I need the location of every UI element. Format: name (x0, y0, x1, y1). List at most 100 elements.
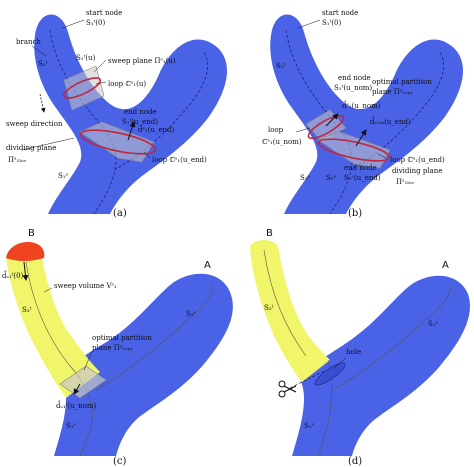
panel-b-leader-start (297, 19, 321, 29)
panel-a-leader-start (61, 19, 85, 29)
panel-c-blue-shape (54, 273, 233, 456)
panel-a-caption: (a) (113, 208, 127, 219)
panel-c-sweep-volume: sweep volume Vˢ₁ (54, 282, 117, 290)
panel-b-d-pta: d̂ₛ₁ₜₐ(u_end) (370, 115, 411, 126)
panel-a-sweep-arrow (39, 93, 46, 113)
panel-b-loop-sym: ℂˢ₁(u_nom) (262, 138, 302, 146)
panel-a-d-end: d̂ˢ₁(u_end) (138, 123, 175, 134)
panel-b-shape (270, 14, 463, 214)
panel-a-centerline-2 (113, 51, 208, 171)
panel-d-centerline (263, 249, 307, 357)
panel-d-blue-shape (292, 275, 470, 456)
panel-b-s1-bottom: S₁ˢ (300, 174, 311, 182)
panel-d-s3: S₃ᵗ (264, 304, 274, 312)
panel-b-loop-nom (307, 114, 345, 140)
panel-b-caption: (b) (348, 208, 362, 219)
panel-a-leader-loopend (143, 151, 151, 159)
panel-b-loop-end: loop ℂˢ₁(u_end) (390, 156, 445, 164)
panel-b-start-node-sym: S₁ᵗ(0) (322, 19, 342, 27)
panel-c-d-nom: d̂ₛ₁ᵗ(u_nom) (56, 399, 96, 410)
panel-c-caption: (c) (113, 456, 127, 467)
panel-b-end-node2: end node (344, 164, 377, 172)
panel-d-s2: S₂ˢ (428, 320, 439, 328)
panel-c-label-B: B (28, 228, 35, 239)
panel-d: B A S₃ᵗ hole S₂ˢ S₁ˢ (d) (250, 228, 470, 467)
panel-c-leader-volume (43, 287, 53, 293)
panel-b-end-node2-sym: S₁ˢ(u_end) (344, 174, 381, 182)
panel-b: start node S₁ᵗ(0) S₁ᵗ end node S₁ᵗ(u_nom… (262, 9, 463, 219)
panel-c-yellow-volume (6, 252, 100, 398)
panel-b-dividing-plane (317, 131, 391, 169)
panel-c: B A d̂ₛ₁ᵗ(0) sweep volume Vˢ₁ S₃ᵗ optima… (2, 228, 233, 467)
panel-b-d-nom-arrow (325, 113, 339, 127)
panel-c-label-A: A (204, 260, 211, 271)
panel-a-leader-branch (31, 45, 47, 57)
panel-a-d-end-arrow (127, 121, 136, 141)
panel-b-d-pta-arrow (355, 129, 367, 147)
panel-d-centerline-3 (331, 285, 451, 391)
panel-d-cut-line (289, 369, 327, 389)
panel-d-leader-hole (333, 357, 347, 369)
scissors-icon (278, 380, 297, 398)
panel-a-end-node-sym: S₁ᵗ(u_end) (122, 118, 158, 126)
panel-a-dividing-plane (79, 121, 155, 163)
panel-d-yellow-branch (250, 240, 330, 382)
panel-b-dividing-plane-sym: Πˢ₁ₕᵢᵥ (396, 178, 415, 186)
panel-d-label-A: A (442, 260, 449, 271)
panel-b-s2: S₂ˢ (326, 174, 337, 182)
panel-a-su: S₁ᵗ(u) (76, 54, 96, 62)
panel-c-d-nom-arrow (73, 383, 81, 395)
panel-c-plane-sym: plane Πˢ₁ₒₚₜ (92, 344, 133, 352)
panel-a-leader-loop (95, 81, 107, 85)
panel-d-label-B: B (266, 228, 273, 239)
panel-a-sweep-direction: sweep direction (6, 120, 63, 128)
panel-a: start node S₁ᵗ(0) branch S₁ᵗ S₁ᵗ(u) swee… (6, 9, 227, 219)
panel-d-hole-label: hole (346, 348, 361, 356)
panel-a-start-node-sym: S₁ᵗ(0) (86, 19, 106, 27)
panel-b-centerline-2 (349, 51, 444, 171)
panel-c-leader-plane (83, 351, 93, 371)
panel-c-optimal-partition: optimal partition (92, 334, 152, 342)
panel-a-sweep-plane-label: sweep plane Πˢ₁(u) (108, 57, 176, 65)
panel-a-leader-divplane (21, 137, 75, 151)
panel-c-s1: S₁ˢ (66, 422, 77, 430)
panel-a-dividing-plane-sym: Πˢ₁ₕᵢᵥ (8, 156, 27, 164)
panel-b-s1-top: S₁ᵗ (276, 62, 286, 70)
panel-a-loop-end-label: loop ℂˢ₁(u_end) (152, 156, 207, 164)
panel-b-leader-loop (295, 127, 311, 133)
panel-b-start-node: start node (322, 9, 358, 17)
panel-a-loop-u-label: loop ℂˢ₁(u) (108, 80, 146, 88)
panel-c-red-cap (6, 242, 45, 261)
panel-b-loop: loop (268, 126, 284, 134)
panel-a-end-node: end node (124, 108, 157, 116)
panel-a-start-node: start node (86, 9, 122, 17)
panel-a-sweep-plane (63, 65, 105, 111)
panel-b-leader-loopend (377, 153, 387, 159)
panel-d-s1: S₁ˢ (304, 422, 315, 430)
panel-a-loop-u (62, 77, 102, 99)
panel-b-end-node: end node (338, 74, 371, 82)
panel-a-s1-top: S₁ᵗ (38, 60, 48, 68)
panel-b-end-node-sym: S₁ᵗ(u_nom) (334, 84, 372, 92)
panel-c-d0-arrow (22, 261, 29, 281)
panel-d-hole (314, 362, 346, 386)
panel-a-centerline (49, 29, 117, 215)
panel-c-d0: d̂ₛ₁ᵗ(0) (2, 269, 24, 280)
panel-b-loop-end (317, 138, 391, 162)
panel-a-shape (34, 14, 227, 214)
panel-a-s1-bottom: S₁ˢ (58, 172, 69, 180)
panel-a-loop-end (79, 129, 157, 155)
panel-c-s3: S₃ᵗ (22, 306, 32, 314)
panel-c-centerline-2 (95, 285, 213, 391)
panel-b-dividing-plane: dividing plane (392, 167, 442, 175)
panel-b-optimal-partition: optimal partition (372, 78, 432, 86)
panel-a-dividing-plane-label: dividing plane (6, 144, 56, 152)
panel-a-branch: branch (16, 38, 41, 46)
panel-a-leader-plane (93, 59, 107, 73)
panel-b-plane-sym: plane Πˢ₁ₒₚₜ (372, 88, 413, 96)
panel-c-s2: S₂ˢ (186, 310, 197, 318)
panel-d-caption: (d) (348, 456, 362, 467)
panel-b-centerline (285, 29, 353, 215)
panel-b-d-nom: d̂ˢ₁(u_nom) (342, 99, 381, 110)
